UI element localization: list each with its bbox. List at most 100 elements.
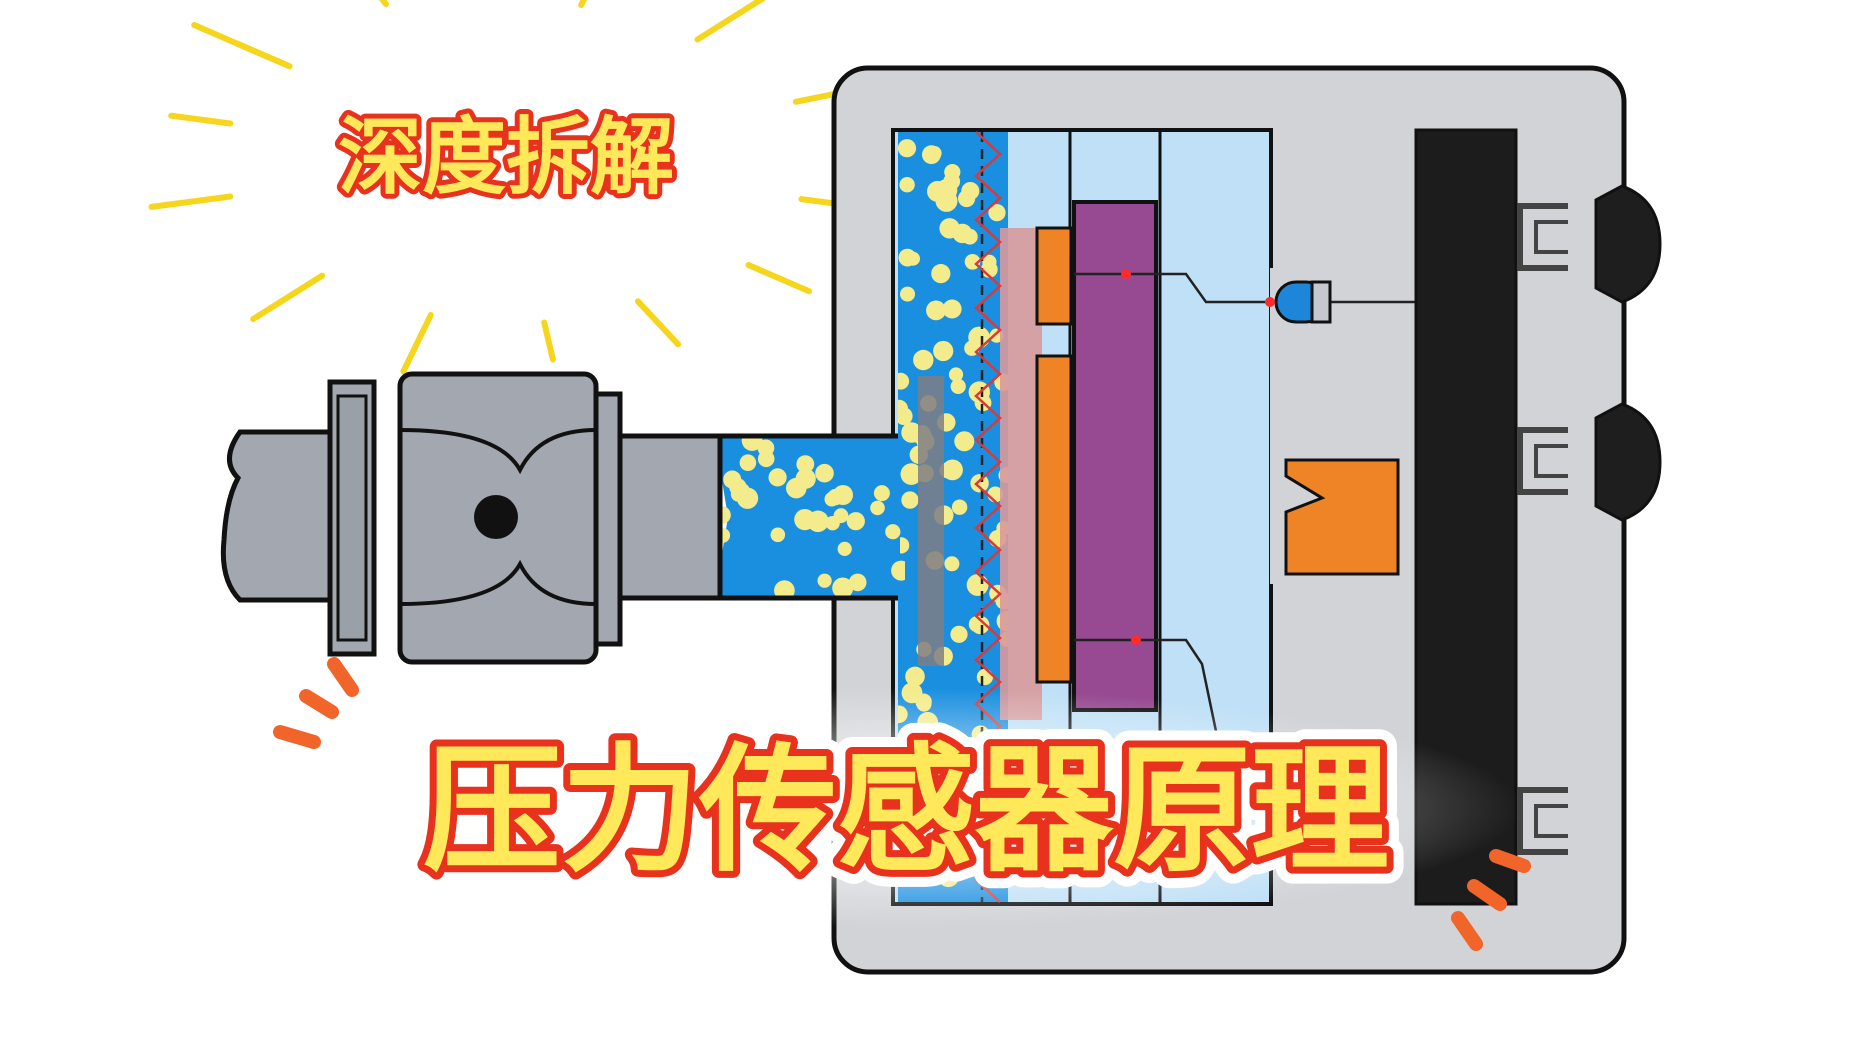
fluid-particle	[757, 450, 775, 468]
pin-middle	[1517, 427, 1568, 495]
sensing-element	[1072, 200, 1158, 712]
sunburst-ray	[578, 0, 587, 8]
fluid-particle	[794, 508, 816, 531]
sunburst-ray	[745, 262, 813, 295]
fluid-particle	[951, 499, 968, 515]
fluid-particle	[950, 625, 968, 643]
fluid-particle	[739, 454, 757, 472]
fluid-particle	[935, 179, 958, 202]
sunburst-ray	[634, 298, 682, 348]
pin-bottom	[1517, 787, 1568, 855]
fluid-particle	[950, 378, 966, 394]
pin-top	[1517, 203, 1568, 271]
fluid-particle	[966, 574, 989, 596]
fluid-pipe	[715, 433, 905, 601]
fluid-particle	[833, 485, 853, 505]
fluid-particle	[723, 470, 742, 489]
fluid-particle	[901, 491, 919, 509]
subtitle-shadow: 深度拆解	[338, 108, 674, 206]
fluid-particle	[926, 300, 946, 321]
fluid-particle	[931, 264, 951, 284]
fluid-particle	[846, 512, 865, 531]
fluid-particle	[815, 463, 834, 483]
fluid-particle	[913, 349, 934, 371]
fluid-particle	[837, 541, 852, 557]
fitting-shaft	[220, 429, 343, 603]
wire-node-upper	[1121, 269, 1131, 279]
capsule-component	[1265, 280, 1332, 324]
fluid-particle	[944, 556, 960, 572]
sunburst-ray	[694, 0, 766, 43]
fluid-particle	[898, 139, 917, 158]
burst-dashes-right	[1451, 849, 1531, 951]
fluid-particle	[832, 577, 854, 596]
fitting-washer	[336, 394, 368, 642]
fluid-particle	[952, 223, 973, 244]
sunburst-ray	[168, 112, 234, 127]
sunburst-ray	[234, 40, 293, 70]
sunburst-ray	[148, 193, 234, 210]
hex-nut-upper-face	[399, 428, 597, 475]
fluid-particle	[891, 560, 905, 581]
main-title: 压力传感器原理 压力传感器原理	[406, 713, 1406, 908]
fluid-particle	[954, 431, 975, 452]
fitting-body	[617, 433, 723, 601]
fluid-particle	[768, 468, 787, 487]
fluid-particle	[795, 468, 816, 489]
fitting-ring	[593, 391, 623, 647]
fluid-particle	[901, 422, 922, 443]
fluid-particle	[734, 483, 750, 498]
wire-node-lower	[1131, 635, 1141, 645]
upper-electrode	[1035, 226, 1073, 326]
fluid-particle	[885, 524, 901, 540]
subtitle: 深度拆解 深度拆解	[325, 95, 687, 219]
side-connectors	[1594, 184, 1662, 522]
fluid-particle	[870, 500, 885, 516]
connector-middle	[1594, 402, 1662, 522]
fluid-particle	[933, 340, 954, 362]
fluid-particle	[898, 537, 910, 554]
hex-nut-lower-face	[399, 559, 597, 606]
fluid-particle	[948, 367, 964, 382]
main-title-text: 压力传感器原理	[423, 730, 1389, 891]
pink-diaphragm	[1000, 228, 1042, 720]
main-title-shadow: 压力传感器原理	[423, 730, 1389, 891]
title-glow	[280, 688, 1520, 928]
fluid-particle	[958, 189, 976, 208]
fluid-particle	[817, 573, 832, 588]
fluid-particle	[900, 286, 915, 302]
fluid-particle	[833, 508, 849, 524]
fluid-particle	[848, 573, 867, 592]
fluid-particle	[970, 474, 989, 493]
fluid-particle	[927, 146, 942, 161]
fluid-plate	[918, 376, 944, 666]
fluid-particle	[905, 666, 925, 687]
sunburst-ray	[400, 312, 434, 375]
fluid-particle	[873, 485, 890, 502]
nut-bolt-hole	[474, 495, 518, 539]
fluid-particle	[741, 434, 763, 451]
fluid-particle	[770, 527, 786, 543]
fluid-particle	[968, 326, 990, 349]
burst-dashes-left	[273, 657, 359, 749]
threaded-fitting	[220, 371, 723, 665]
subtitle-glow	[246, 82, 766, 222]
fluid-particle	[976, 668, 994, 686]
fluid-particle	[796, 455, 815, 473]
fluid-particle	[900, 463, 923, 485]
fluid-particle	[942, 299, 962, 319]
sunburst-ray	[541, 319, 556, 363]
subtitle-text: 深度拆解	[338, 108, 674, 206]
sunburst-ray	[250, 272, 326, 323]
connector-pins	[1517, 203, 1568, 855]
fluid-particle	[774, 580, 795, 596]
fluid-particle	[898, 248, 917, 267]
lower-electrode	[1035, 354, 1073, 684]
fluid-particle	[988, 204, 1006, 222]
fluid-particle	[898, 372, 910, 390]
connector-top	[1594, 184, 1662, 304]
sunburst-ray	[379, 0, 389, 8]
fluid-particle	[899, 177, 915, 193]
orange-bracket	[1284, 458, 1400, 576]
